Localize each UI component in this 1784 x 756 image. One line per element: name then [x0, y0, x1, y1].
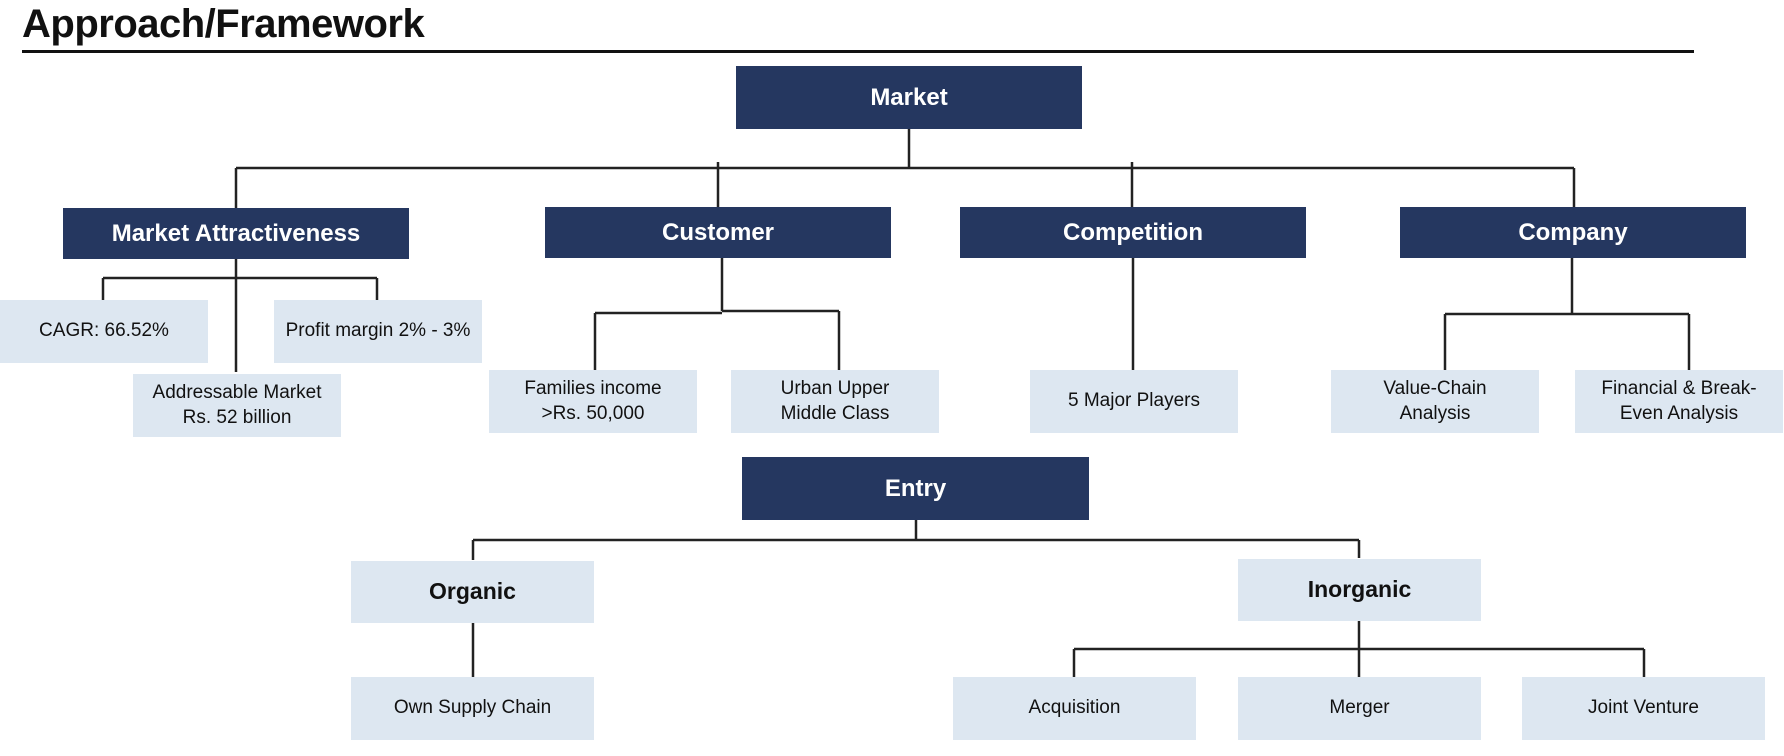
market-box: Market — [736, 66, 1082, 129]
competition-box: Competition — [960, 207, 1306, 258]
profit-margin-box: Profit margin 2% - 3% — [274, 300, 482, 363]
inorganic-box: Inorganic — [1238, 559, 1481, 621]
value-chain-box: Value-Chain Analysis — [1331, 370, 1539, 433]
major-players-box: 5 Major Players — [1030, 370, 1238, 433]
entry-box: Entry — [742, 457, 1089, 520]
cagr-box: CAGR: 66.52% — [0, 300, 208, 363]
title-divider — [22, 50, 1694, 53]
joint-venture-box: Joint Venture — [1522, 677, 1765, 740]
urban-upper-middle-class-box: Urban Upper Middle Class — [731, 370, 939, 433]
market-attractiveness-box: Market Attractiveness — [63, 208, 409, 259]
financial-break-even-box: Financial & Break- Even Analysis — [1575, 370, 1783, 433]
acquisition-box: Acquisition — [953, 677, 1196, 740]
own-supply-chain-box: Own Supply Chain — [351, 677, 594, 740]
company-box: Company — [1400, 207, 1746, 258]
page-title: Approach/Framework — [22, 2, 425, 46]
families-income-box: Families income >Rs. 50,000 — [489, 370, 697, 433]
customer-box: Customer — [545, 207, 891, 258]
organic-box: Organic — [351, 561, 594, 623]
addressable-market-box: Addressable Market Rs. 52 billion — [133, 374, 341, 437]
merger-box: Merger — [1238, 677, 1481, 740]
